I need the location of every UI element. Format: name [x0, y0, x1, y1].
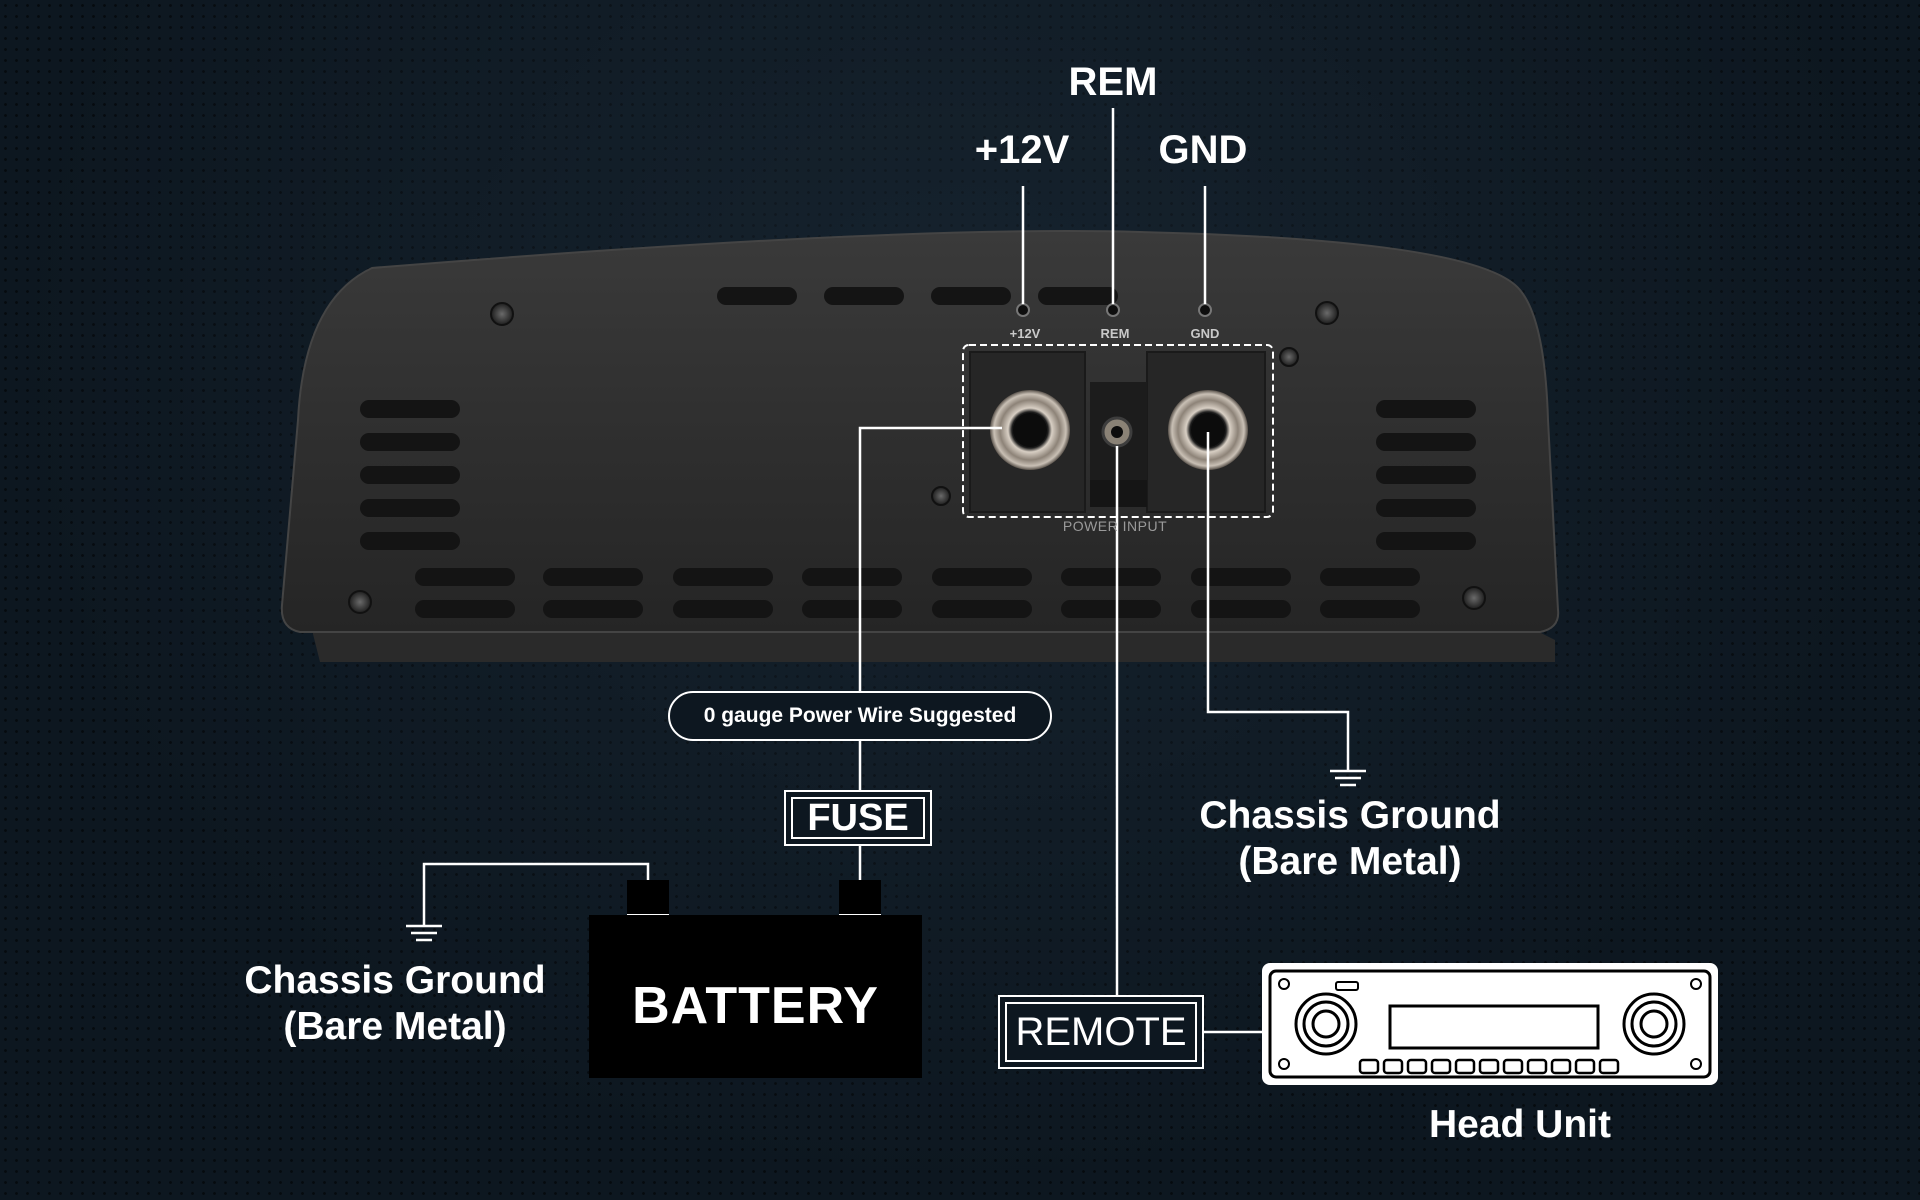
ground-wire-left [422, 862, 650, 925]
rem-label: REM [1068, 60, 1158, 104]
chassis-ground-left-line-1: Chassis Ground [244, 959, 546, 1002]
ground-terminal-icon [1168, 390, 1248, 470]
ground-symbol-icon [406, 924, 442, 942]
head-unit-label: Head Unit [1428, 1103, 1611, 1146]
amplifier-body [280, 230, 1560, 633]
wire-gauge-note: 0 gauge Power Wire Suggested [668, 691, 1052, 741]
top-vent-slots [717, 287, 1118, 305]
fuse-box: FUSE [784, 790, 932, 846]
ground-wire-right [1206, 432, 1350, 770]
remote-box: REMOTE [998, 995, 1204, 1069]
battery-icon [589, 915, 922, 1078]
gnd-label: GND [1158, 128, 1248, 172]
fuse-label: FUSE [791, 797, 925, 839]
bottom-vent-slots [415, 568, 1420, 618]
plus12v-label: +12V [974, 128, 1070, 172]
port-label-gnd: GND [1190, 326, 1220, 341]
amplifier-base [312, 630, 1555, 662]
chassis-ground-left-label: Chassis Ground (Bare Metal) [215, 958, 575, 1050]
chassis-ground-right-line-1: Chassis Ground [1199, 794, 1501, 837]
head-unit-icon [1262, 963, 1718, 1085]
label-leader-lines [1021, 108, 1207, 304]
screw-icon [348, 301, 1486, 614]
port-label-plus12v: +12V [1009, 326, 1041, 341]
power-input-label: POWER INPUT [1062, 518, 1168, 534]
chassis-ground-left-line-2: (Bare Metal) [283, 1005, 507, 1048]
port-label-rem: REM [1100, 326, 1130, 341]
battery-label: BATTERY [632, 977, 879, 1035]
chassis-ground-right-line-2: (Bare Metal) [1238, 840, 1462, 883]
remote-label: REMOTE [1005, 1002, 1197, 1062]
ground-symbol-icon [1330, 769, 1366, 787]
rca-remote-jack-icon [1101, 416, 1133, 448]
left-vent-slots [360, 400, 460, 550]
right-vent-slots [1376, 400, 1476, 550]
remote-wire [1115, 446, 1262, 1034]
power-terminal-icon [990, 390, 1070, 470]
chassis-ground-right-label: Chassis Ground (Bare Metal) [1170, 793, 1530, 885]
power-wire [858, 426, 1002, 880]
